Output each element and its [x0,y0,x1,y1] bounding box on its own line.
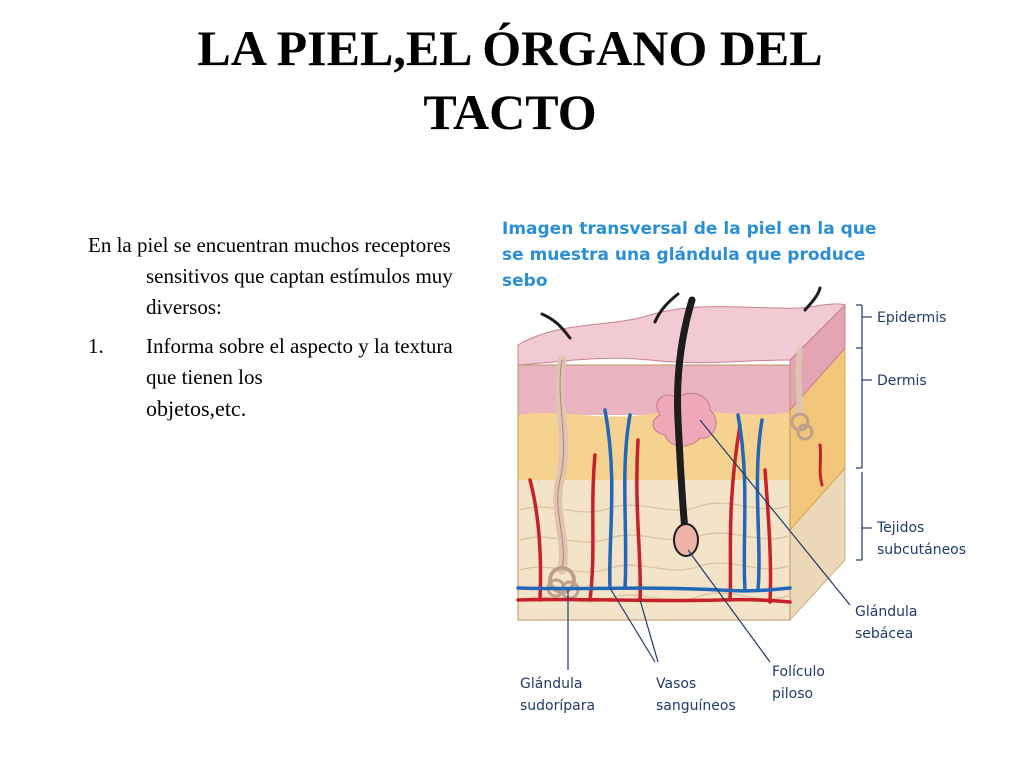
label-sebacea-1: Glándula [855,604,917,620]
label-subcut-1: Tejidos [876,520,924,536]
dermis-layer [518,411,790,480]
slide-title: LA PIEL,EL ÓRGANO DEL TACTO [90,16,930,144]
caption-line-2: se muestra una glándula que produce [502,245,865,265]
label-sebacea-2: sebácea [855,626,913,642]
label-vasos-2: sanguíneos [656,698,736,714]
label-dermis: Dermis [877,373,927,389]
sebacea-leader [699,419,851,606]
label-foliculo-2: piloso [772,686,813,702]
hair-bulb [673,523,699,557]
title-line-2: TACTO [423,84,597,140]
caption-line-1: Imagen transversal de la piel en la que [502,219,876,239]
label-vasos-1: Vasos [656,676,696,692]
label-foliculo-1: Folículo [772,664,825,680]
layer-brackets [856,304,872,561]
hair-2 [653,292,680,324]
list-number: 1. [88,334,104,358]
title-line-1: LA PIEL,EL ÓRGANO DEL [197,20,823,76]
hair-1 [540,312,572,340]
vasos-leader-1 [609,587,656,663]
veins [516,408,792,593]
body-text: En la piel se encuentran muchos receptor… [88,230,488,425]
list-item-last-word: objetos,etc. [146,396,247,421]
label-epidermis: Epidermis [877,310,946,326]
list-item-body: Informa sobre el aspecto y la textura qu… [146,334,453,389]
leader-lines [567,419,851,670]
intro-paragraph: En la piel se encuentran muchos receptor… [88,233,453,319]
label-sudoripara-1: Glándula [520,676,582,692]
label-subcut-2: subcutáneos [877,542,966,558]
vasos-leader-2 [639,599,659,663]
block-outline [517,364,791,621]
hair-shaft [674,296,696,534]
hair-3 [803,286,822,312]
hairs [540,286,822,340]
skin-diagram: Imagen transversal de la piel en la que … [502,219,966,714]
foliculo-leader [687,549,771,663]
list-item: 1. Informa sobre el aspecto y la textura… [88,331,488,425]
list-item-text: Informa sobre el aspecto y la textura qu… [146,331,488,425]
sweat-gland [546,347,814,600]
label-sudoripara-2: sudorípara [520,698,595,714]
caption-line-3: sebo [502,271,548,291]
arteries [516,423,824,604]
